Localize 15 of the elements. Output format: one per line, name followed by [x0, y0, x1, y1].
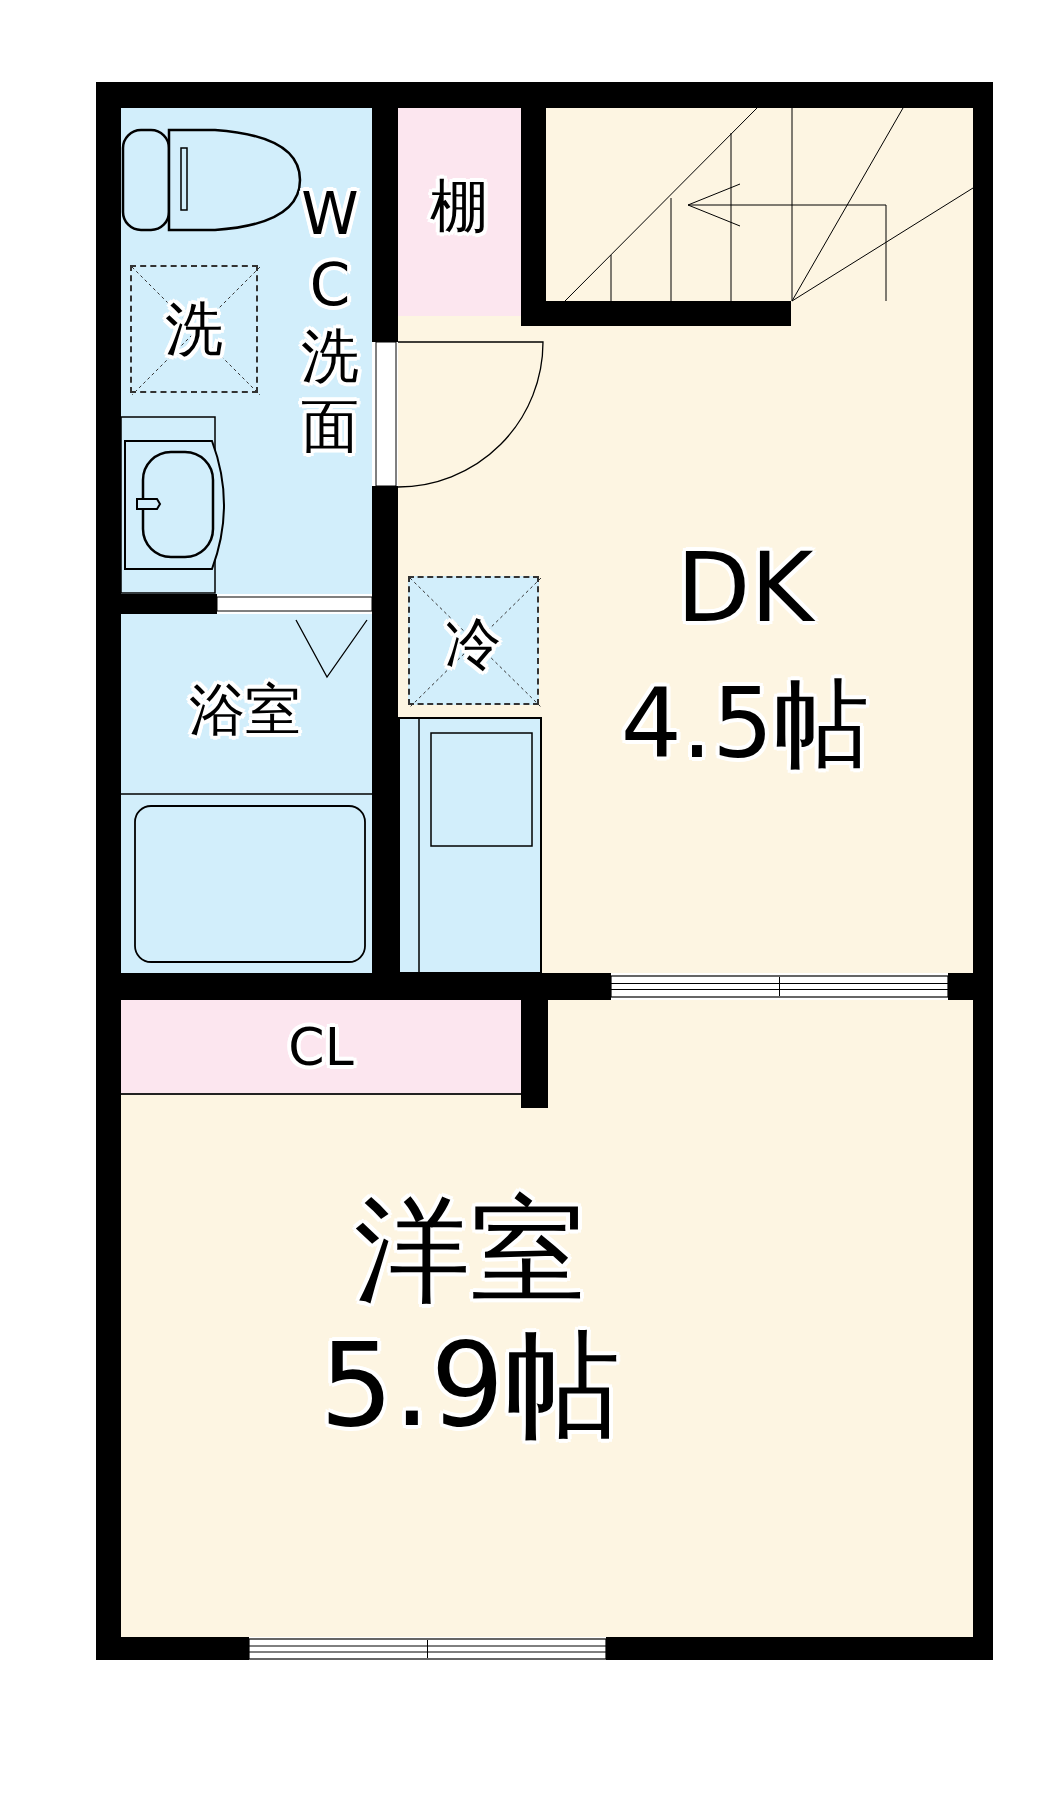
room-label: WC洗面: [300, 178, 360, 462]
room-label: 洗: [165, 300, 223, 358]
room-label: 浴室: [189, 682, 301, 738]
room-label: 棚: [430, 177, 488, 235]
closet-area: [121, 1000, 521, 1095]
room-label: 4.5帖: [620, 676, 870, 772]
fridge-space: [408, 576, 539, 705]
room-label: CL: [288, 1021, 354, 1073]
room-label: DK: [676, 540, 814, 636]
room-label: 冷: [445, 616, 501, 672]
room-label: 5.9帖: [319, 1327, 621, 1443]
room-label: 洋室: [354, 1192, 586, 1308]
room-floor: [121, 1000, 973, 1637]
shelf-area: [398, 108, 521, 316]
washer-space: [130, 265, 258, 393]
